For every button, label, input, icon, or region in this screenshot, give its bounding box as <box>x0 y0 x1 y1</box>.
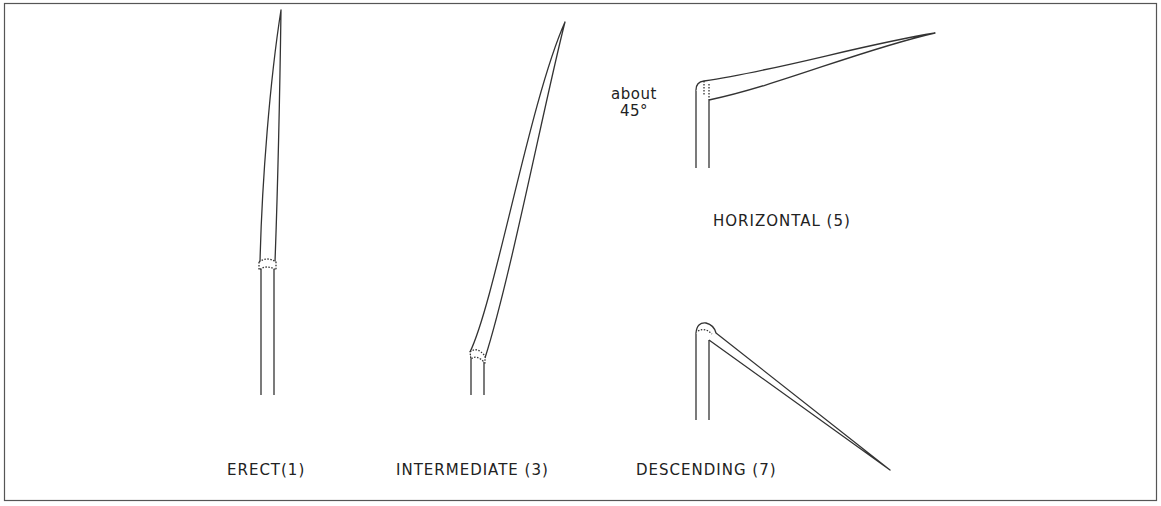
erect-leaf <box>259 10 281 395</box>
descending-leaf <box>696 323 890 470</box>
angle-label: INTERMEDIATE (3) <box>396 462 549 479</box>
frame-border <box>5 4 1157 501</box>
angle-label: DESCENDING (7) <box>636 462 777 479</box>
horizontal-leaf <box>696 33 935 168</box>
angle-label: ERECT(1) <box>227 462 305 479</box>
angle-annotation: about 45° <box>608 86 660 119</box>
angle-label: HORIZONTAL (5) <box>713 213 851 230</box>
intermediate-leaf <box>470 22 565 395</box>
